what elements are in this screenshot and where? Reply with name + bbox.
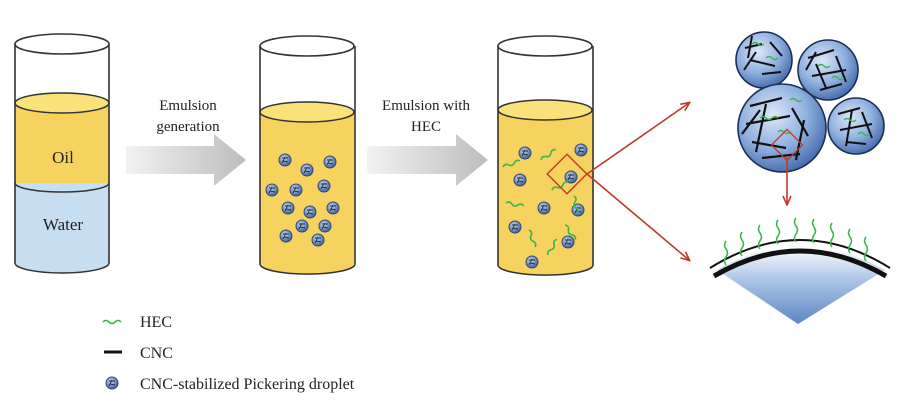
legend-droplet-swatch: [105, 376, 119, 390]
beaker-oil-water: Oil Water: [14, 33, 110, 274]
legend-droplet-label: CNC-stabilized Pickering droplet: [140, 376, 355, 393]
process-arrow-2: [367, 134, 488, 186]
oil-label: Oil: [52, 148, 74, 167]
zoom-region-marker-2: [770, 128, 804, 162]
legend-cnc-label: CNC: [140, 345, 173, 362]
step1-label-line1: Emulsion: [159, 98, 217, 114]
zoom-arrows: [586, 103, 689, 260]
oil-layer: [15, 103, 109, 183]
zoom-region-marker: [546, 153, 588, 195]
water-label: Water: [43, 215, 83, 234]
legend: HEC CNC CNC-stabilized Pickering droplet: [102, 314, 355, 393]
step2-label-line2: HEC: [411, 119, 441, 135]
droplet-interface-closeup: [709, 217, 891, 324]
beaker-emulsion-hec: [497, 35, 594, 276]
beaker-emulsion: [259, 35, 356, 275]
step2-label-line1: Emulsion with: [382, 98, 470, 114]
legend-hec-swatch: [102, 319, 122, 325]
process-arrow-1: [126, 134, 246, 186]
step1-label-line2: generation: [156, 119, 220, 135]
magnified-droplets: [735, 31, 885, 173]
water-layer: [15, 183, 109, 263]
legend-hec-label: HEC: [140, 314, 172, 331]
